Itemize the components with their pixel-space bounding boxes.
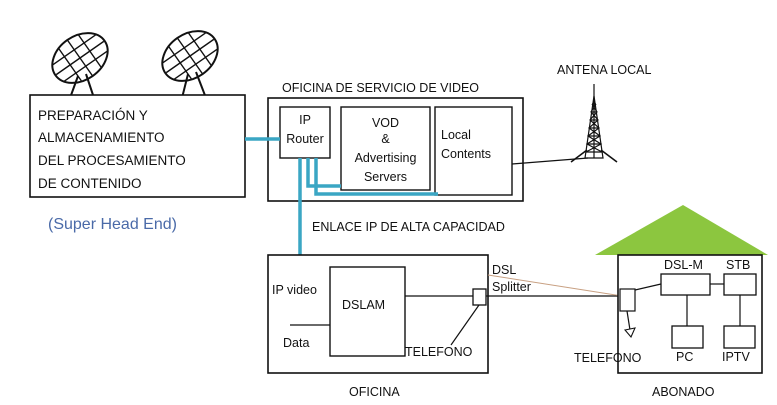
satellite-dish-icon: [51, 32, 109, 99]
vod-servers-box: [340, 106, 431, 191]
local-contents-label: Contents: [441, 147, 492, 161]
head-end-box: [29, 94, 246, 198]
vod-label: &: [381, 132, 390, 146]
vod-label: VOD: [371, 116, 400, 130]
head-end-line: ALMACENAMIENTO: [38, 130, 165, 145]
dslam-box: [329, 266, 406, 357]
pc-label: PC: [676, 350, 694, 364]
head-end-line: PREPARACIÓN Y: [38, 108, 148, 123]
dslm-box: [660, 273, 711, 296]
phone-line-office: [450, 304, 480, 346]
router-label: IP: [299, 113, 311, 127]
subscriber-title: ABONADO: [652, 385, 715, 399]
stb-box: [723, 273, 757, 296]
antenna-label: ANTENA LOCAL: [557, 63, 652, 77]
head-end-line: DE CONTENIDO: [38, 176, 142, 191]
splitter-box: [472, 288, 487, 306]
pc-box: [671, 325, 704, 349]
stb-label: STB: [726, 258, 751, 272]
router-label: Router: [286, 132, 324, 146]
splitter-label: Splitter: [492, 280, 531, 294]
vod-label: Servers: [363, 170, 408, 184]
ip-router-box: [279, 106, 331, 159]
antenna-link-line: [511, 157, 589, 165]
data-label: Data: [283, 336, 310, 350]
dslam-label: DSLAM: [342, 298, 386, 312]
super-head-end-caption: (Super Head End): [48, 216, 177, 233]
head-end-line: DEL PROCESAMIENTO: [38, 153, 186, 168]
house-roof-icon: [595, 205, 768, 255]
splitter-label: DSL: [492, 263, 517, 277]
phone-arrow-icon: [623, 310, 636, 339]
iptv-label: IPTV: [722, 350, 750, 364]
house-splitter-box: [619, 288, 636, 312]
office-title: OFICINA: [349, 385, 400, 399]
dslm-label: DSL-M: [664, 258, 703, 272]
ip-link-label: ENLACE IP DE ALTA CAPACIDAD: [312, 220, 505, 234]
subscriber-telefono-label: TELEFONO: [574, 351, 642, 365]
office-telefono-label: TELEFONO: [405, 345, 473, 359]
vod-label: Advertising: [354, 151, 417, 165]
house-wiring: [634, 283, 741, 326]
ip-video-label: IP video: [272, 283, 317, 297]
video-office-title: OFICINA DE SERVICIO DE VIDEO: [282, 81, 480, 95]
pointer-line: [487, 274, 623, 297]
iptv-box: [723, 325, 756, 349]
satellite-dish-icon: [161, 30, 219, 99]
local-contents-box: [434, 106, 513, 196]
local-contents-label: Local: [441, 128, 471, 142]
antenna-tower-icon: [570, 84, 618, 163]
